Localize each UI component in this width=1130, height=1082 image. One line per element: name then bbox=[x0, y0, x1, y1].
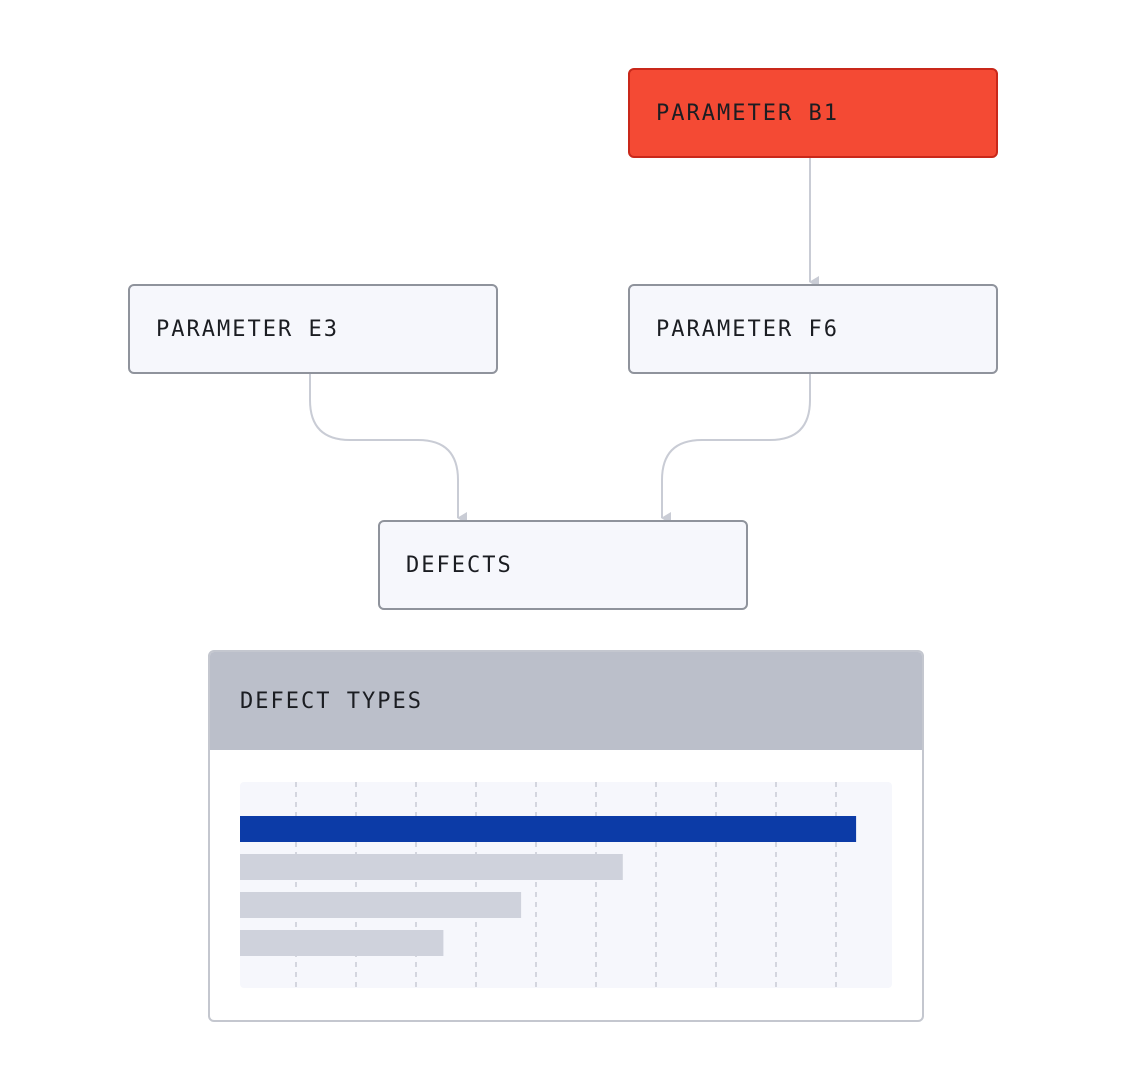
bar-highlighted bbox=[240, 816, 857, 842]
defect-types-panel: DEFECT TYPES bbox=[208, 650, 924, 1022]
bar bbox=[240, 930, 444, 956]
node-parameter-f6[interactable]: PARAMETER F6 bbox=[628, 284, 998, 374]
bar-chart bbox=[240, 782, 892, 988]
node-label: PARAMETER E3 bbox=[156, 316, 339, 342]
bar bbox=[240, 854, 623, 880]
bar-chart-svg bbox=[240, 782, 857, 988]
node-parameter-e3[interactable]: PARAMETER E3 bbox=[128, 284, 498, 374]
connector-f6-to-defects bbox=[661, 374, 811, 524]
node-parameter-b1[interactable]: PARAMETER B1 bbox=[628, 68, 998, 158]
node-label: PARAMETER B1 bbox=[656, 100, 839, 126]
panel-title: DEFECT TYPES bbox=[240, 688, 423, 714]
panel-header: DEFECT TYPES bbox=[210, 652, 922, 750]
connector-e3-to-defects bbox=[309, 374, 467, 524]
node-label: PARAMETER F6 bbox=[656, 316, 839, 342]
bar bbox=[240, 892, 522, 918]
node-label: DEFECTS bbox=[406, 552, 513, 578]
node-defects[interactable]: DEFECTS bbox=[378, 520, 748, 610]
